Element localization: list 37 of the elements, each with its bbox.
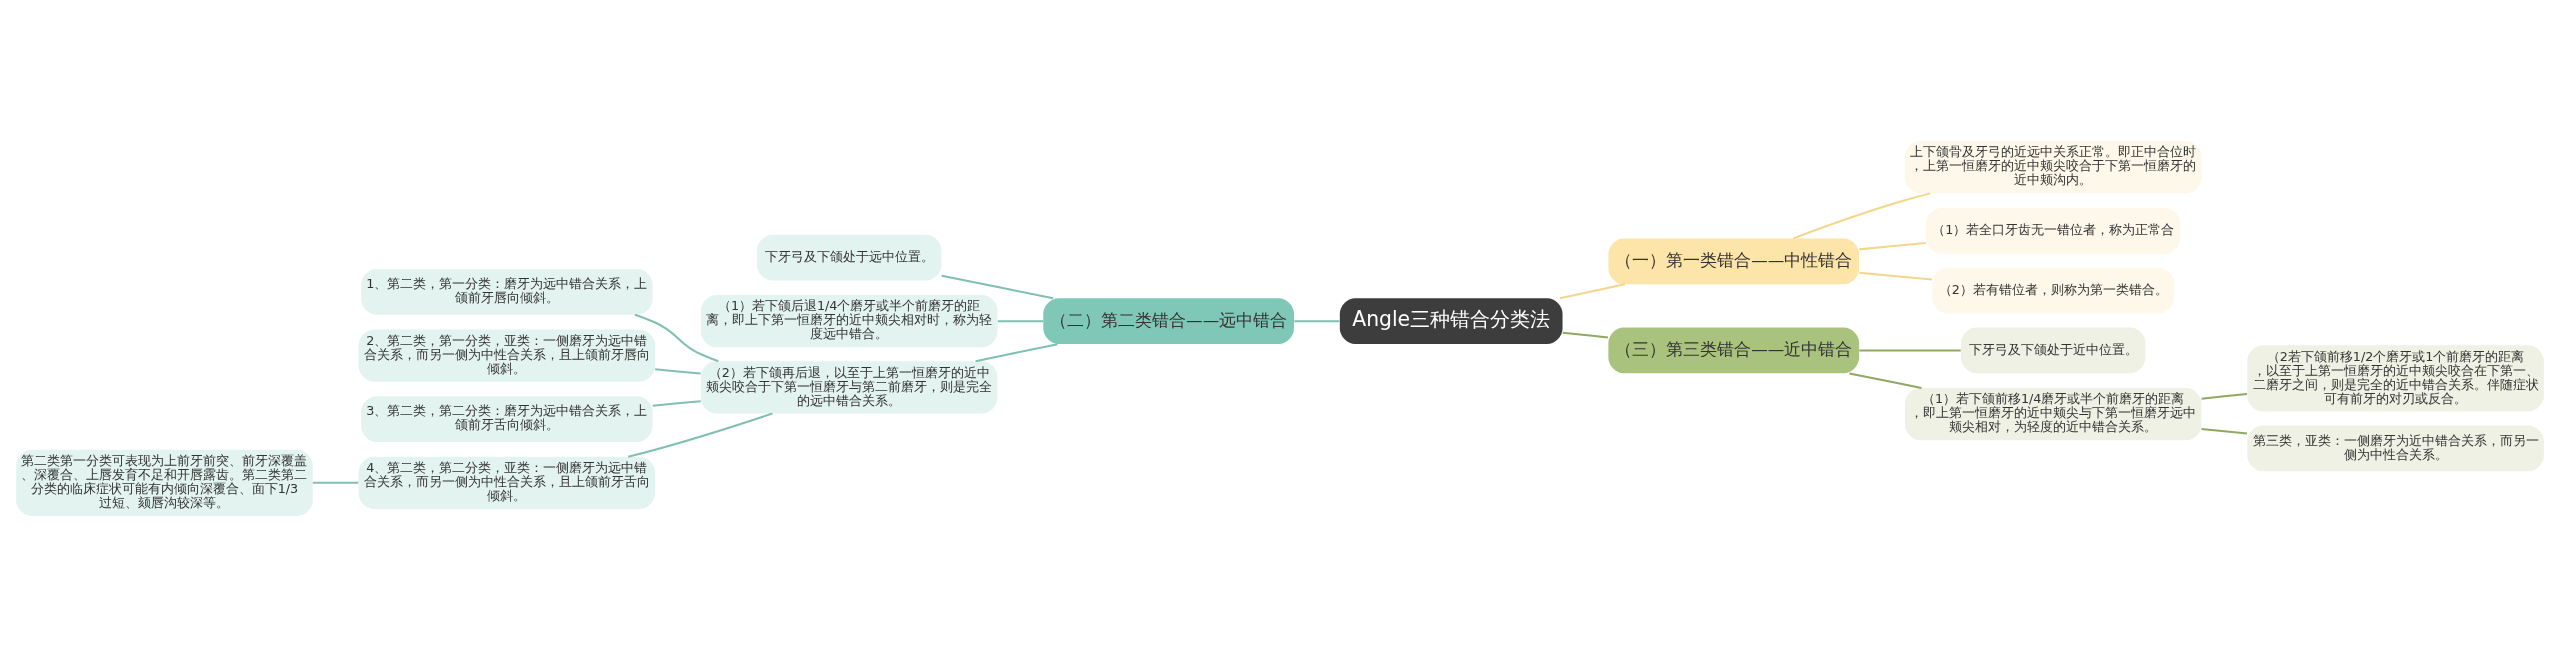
node-box: Angle三种错合分类法 xyxy=(1339,297,1563,344)
connector xyxy=(312,481,359,484)
connector xyxy=(1294,319,1340,322)
node-box: 上下颌骨及牙弓的近远中关系正常。即正中合位时，上第一恒磨牙的近中颊尖咬合于下第一恒磨牙的近中颊沟内。 xyxy=(1904,140,2202,193)
node-box: 第二类第一分类可表现为上前牙前突、前牙深覆盖、深覆合、上唇发育不足和开唇露齿。第二类第二分类的临床症状可能有内倾向深覆合、面下1/3过短、颏唇沟较深等。 xyxy=(16,449,313,516)
connector xyxy=(975,342,1058,362)
connector xyxy=(941,274,1054,299)
node-box: （三）第三类错合——近中错合 xyxy=(1608,327,1860,373)
node-box: （1）若全口牙齿无一错位者，称为正常合 xyxy=(1925,207,2181,254)
node-box: （1）若下颌前移1/4磨牙或半个前磨牙的距离，即上第一恒磨牙的近中颊尖与下第一恒磨牙远中颊尖相对，为轻度的近中错合关系。 xyxy=(1904,387,2202,440)
connector xyxy=(628,412,773,458)
node-box: （1）若下颌后退1/4个磨牙或半个前磨牙的距离，即上下第一恒磨牙的近中颊尖相对时，称为轻度远中错合。 xyxy=(700,294,998,347)
node-box: 1、第二类，第一分类：磨牙为远中错合关系，上颌前牙唇向倾斜。 xyxy=(361,268,653,315)
connector xyxy=(652,399,701,407)
node-box: 第三类，亚类：一侧磨牙为近中错合关系，而另一侧为中性合关系。 xyxy=(2247,425,2544,471)
connector xyxy=(1793,191,1931,239)
connector xyxy=(1849,371,1922,389)
connector xyxy=(1859,241,1926,250)
connector xyxy=(1859,271,1933,281)
node-box: （二）第二类错合——远中错合 xyxy=(1043,297,1294,344)
node-box: 下牙弓及下颌处于远中位置。 xyxy=(756,234,942,280)
node-box: 3、第二类，第二分类：磨牙为远中错合关系，上颌前牙舌向倾斜。 xyxy=(361,395,653,442)
connector xyxy=(1859,348,1961,351)
node-box: （2若下颌前移1/2个磨牙或1个前磨牙的距离，以至于上第一恒磨牙的近中颊尖咬合在下第一、二磨牙之间，则是完全的近中错合关系。伴随症状可有前牙的对刃或反合。 xyxy=(2247,344,2544,412)
connector xyxy=(997,319,1044,322)
node-box: 2、第二类，第一分类，亚类：一侧磨牙为远中错合关系，而另一侧为中性合关系，且上颌前牙唇向倾斜。 xyxy=(358,328,656,382)
node-box: 4、第二类，第二分类，亚类：一侧磨牙为远中错合关系，而另一侧为中性合关系，且上颌前牙舌向倾斜。 xyxy=(358,456,656,509)
connector xyxy=(2201,392,2248,400)
node-box: （一）第一类错合——中性错合 xyxy=(1608,237,1860,284)
node-box: （2）若下颌再后退，以至于上第一恒磨牙的近中颊尖咬合于下第一恒磨牙与第二前磨牙，则是完全的远中错合关系。 xyxy=(700,360,998,413)
node-box: 下牙弓及下颌处于近中位置。 xyxy=(1960,327,2146,373)
connector xyxy=(634,313,719,362)
connector xyxy=(1559,282,1626,299)
connector xyxy=(1562,331,1609,338)
node-box: （2）若有错位者，则称为第一类错合。 xyxy=(1932,267,2175,314)
connector xyxy=(655,367,701,375)
connector xyxy=(2201,427,2248,435)
